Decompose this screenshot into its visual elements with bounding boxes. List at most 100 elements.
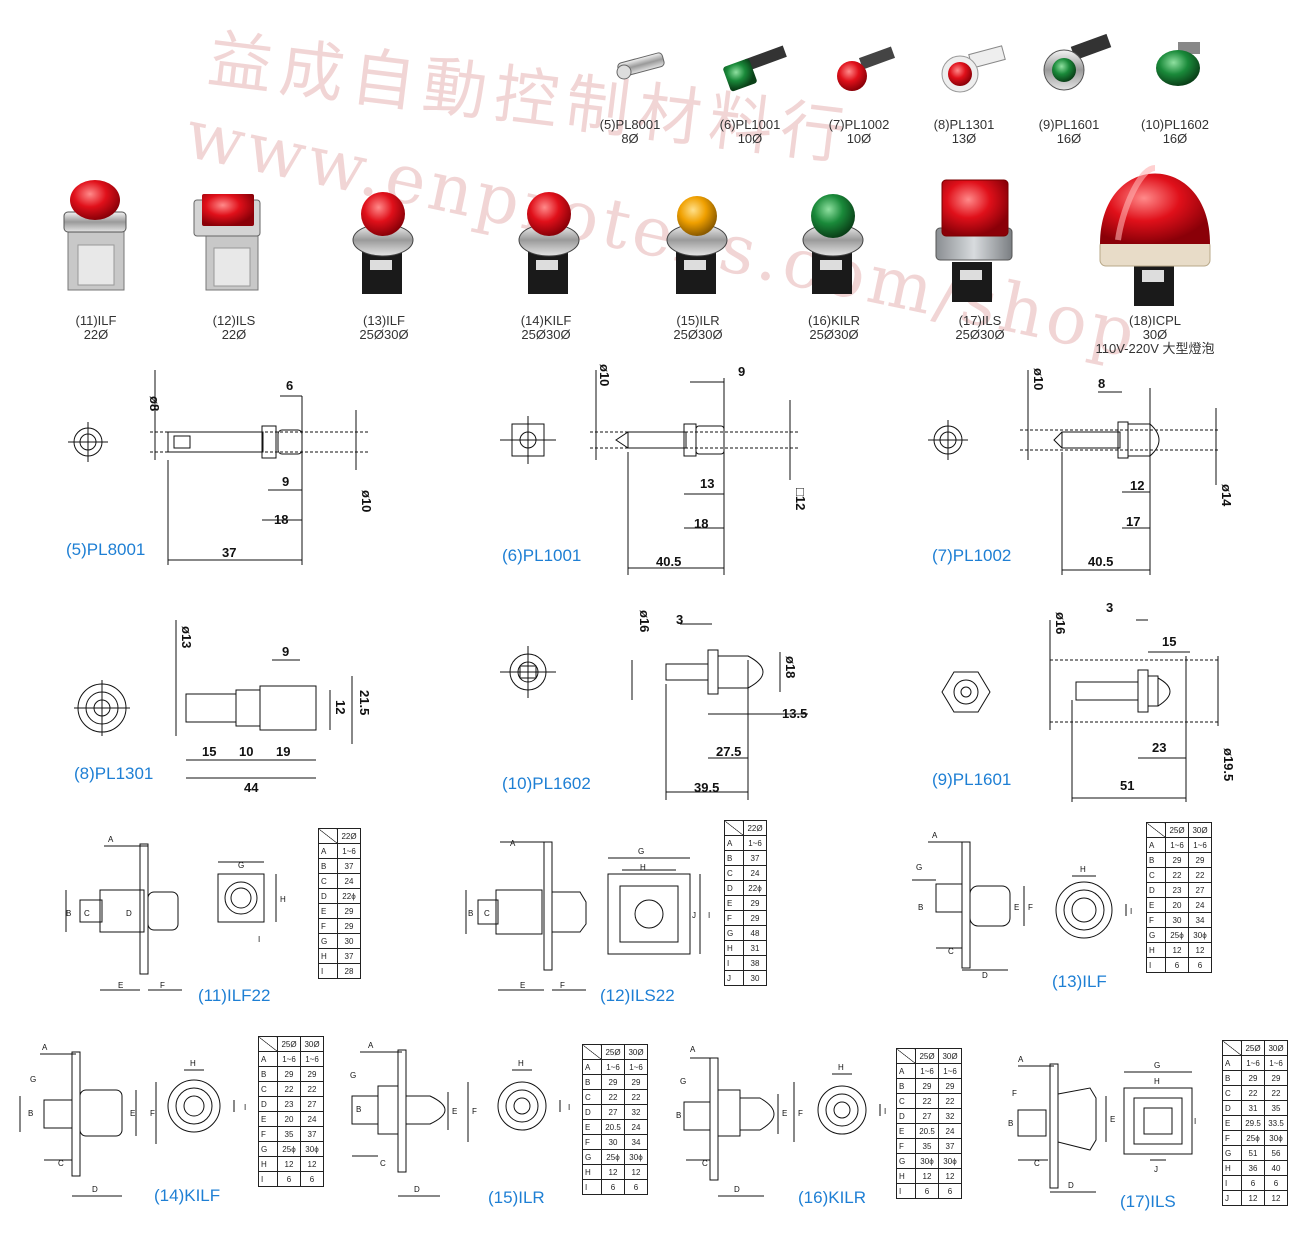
letter-ils22-b: B [468,909,473,918]
letter-kilr-d: D [734,1185,740,1194]
dim-pl8001-18: 18 [274,512,288,527]
dim-pl1301-12: 12 [333,700,348,714]
letter-ilr-g: G [350,1071,356,1080]
photo-pl1301 [941,45,1006,93]
letter-kilf-i: I [244,1103,246,1112]
dim-pl8001-dia10: ø10 [359,490,374,512]
photo-ilf22 [63,180,127,291]
letter-kilr-h: H [838,1063,844,1072]
letter-ils-c: C [1034,1159,1040,1168]
letter-ilf22-c: C [84,909,90,918]
dim-pl1301-21: 21.5 [357,690,372,715]
dim-pl1601-15: 15 [1162,634,1176,649]
lamp-drawings: A B C D E F G H I A B C E F G H I J A B … [19,831,1196,1197]
dim-pl1001-40: 40.5 [656,554,681,569]
dim-pl8001-6: 6 [286,378,293,393]
letter-ilf22-a: A [108,835,114,844]
dim-pl8001-37: 37 [222,545,236,560]
letter-ilr-f: F [472,1107,477,1116]
letter-ils-h: H [1154,1077,1160,1086]
dim-pl1602-27: 27.5 [716,744,741,759]
letter-ilf-b: B [918,903,923,912]
drawing-pl8001 [68,370,370,565]
letter-ils22-e: E [520,981,525,990]
dim-pl1602-39: 39.5 [694,780,719,795]
letter-ils-j: J [1154,1165,1158,1174]
drawing-pl1601 [941,619,1220,802]
photo-pl1001 [723,45,787,92]
dim-pl1002-40: 40.5 [1088,554,1113,569]
letter-kilf-h: H [190,1059,196,1068]
dim-pl8001-dia: ø8 [147,396,162,411]
dim-pl1001-18: 18 [694,516,708,531]
letter-kilr-a: A [690,1045,696,1054]
letter-kilr-b: B [676,1111,681,1120]
dim-pl8001-9: 9 [282,474,289,489]
letter-ilf-e: E [1014,903,1019,912]
dim-pl1001-9: 9 [738,364,745,379]
letter-ils22-h: H [640,863,646,872]
letter-ils-d: D [1068,1181,1074,1190]
letter-kilr-e: E [782,1109,787,1118]
drawing-pl1301 [74,620,353,779]
label-pl8001: (5)PL8001 [66,540,146,559]
label-ils: (17)ILS [1120,1192,1176,1211]
letter-ils-g: G [1154,1061,1160,1070]
label-pl1601: (9)PL1601 [932,770,1012,789]
letter-ils-f: F [1012,1089,1017,1098]
letter-kilf-e: E [130,1109,135,1118]
letter-ilf-a: A [932,831,938,840]
drawing-kilr [683,1057,881,1197]
dim-pl1301-19: 19 [276,744,290,759]
dim-pl1001-dia: ø10 [597,364,612,386]
label-ils22: (12)ILS22 [600,986,675,1005]
photo-kilr [802,194,864,294]
photo-pl1602 [1156,42,1200,86]
dim-pl1002-17: 17 [1126,514,1140,529]
dimension-drawings: ø8 6 9 18 37 ø10 ø10 9 13 18 40.5 □12 ø1… [68,364,1236,802]
dim-pl1301-44: 44 [244,780,259,795]
dim-pl1301-10: 10 [239,744,253,759]
letter-kilf-c: C [58,1159,64,1168]
dim-pl1002-8: 8 [1098,376,1105,391]
letter-ils-b: B [1008,1119,1013,1128]
letter-ilr-c: C [380,1159,386,1168]
dim-pl1002-12: 12 [1130,478,1144,493]
dim-pl1601-dia: ø16 [1053,612,1068,634]
dim-pl1601-3: 3 [1106,600,1113,615]
dim-pl1602-13: 13.5 [782,706,807,721]
letter-kilr-g: G [680,1077,686,1086]
drawing-pl1002 [928,370,1220,575]
dim-pl1002-dia14: ø14 [1219,484,1234,507]
letter-kilr-c: C [702,1159,708,1168]
dim-pl1301-dia: ø13 [179,626,194,648]
letter-kilf-f: F [150,1109,155,1118]
letter-ilf22-b: B [66,909,71,918]
dim-pl1601-23: 23 [1152,740,1166,755]
drawing-ilf13 [912,841,1127,971]
letter-ils-e: E [1110,1115,1115,1124]
dim-pl1602-3: 3 [676,612,683,627]
letter-ilr-e: E [452,1107,457,1116]
letter-ilf22-d: D [126,909,132,918]
dim-pl1601-dia19: ø19.5 [1221,748,1236,781]
label-ilr: (15)ILR [488,1188,545,1207]
photo-ils22 [193,194,261,291]
photo-pl1601 [1043,33,1112,91]
label-pl1301: (8)PL1301 [74,764,154,783]
photo-pl1002 [837,46,896,91]
drawing-pl1001 [500,370,800,575]
letter-kilf-g: G [30,1075,36,1084]
drawing-ilr [351,1049,561,1197]
dim-pl1601-51: 51 [1120,778,1134,793]
